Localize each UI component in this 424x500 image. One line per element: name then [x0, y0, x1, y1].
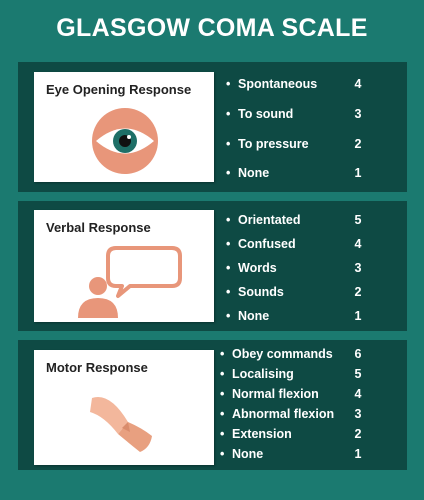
- page-title: GLASGOW COMA SCALE: [56, 14, 368, 42]
- verbal-item: •Words: [226, 261, 277, 275]
- motor-item: •Normal flexion: [220, 387, 319, 401]
- verbal-score: 5: [354, 213, 362, 227]
- item-label: Confused: [238, 237, 296, 251]
- motor-score: 4: [354, 387, 362, 401]
- motor-score: 6: [354, 347, 362, 361]
- verbal-item: •Confused: [226, 237, 296, 251]
- eye-score: 4: [354, 77, 362, 91]
- item-label: Sounds: [238, 285, 284, 299]
- motor-item: •None: [220, 447, 264, 461]
- item-label: None: [238, 309, 270, 323]
- motor-score: 2: [354, 427, 362, 441]
- verbal-response-section: Verbal Response •Orientated 5 •Confused …: [18, 201, 407, 331]
- item-label: Words: [238, 261, 277, 275]
- eye-item: •To pressure: [226, 137, 309, 151]
- motor-score: 3: [354, 407, 362, 421]
- motor-item: •Obey commands: [220, 347, 333, 361]
- eye-item: •To sound: [226, 107, 294, 121]
- item-label: None: [238, 166, 270, 180]
- eye-item: •None: [226, 166, 270, 180]
- motor-response-heading: Motor Response: [46, 360, 148, 375]
- motor-item: •Abnormal flexion: [220, 407, 335, 421]
- item-label: Orientated: [238, 213, 301, 227]
- verbal-score: 1: [354, 309, 362, 323]
- eye-item: •Spontaneous: [226, 77, 318, 91]
- motor-score: 1: [354, 447, 362, 461]
- item-label: To sound: [238, 107, 294, 121]
- arm-icon: [90, 397, 152, 452]
- item-label: Obey commands: [232, 347, 333, 361]
- eye-score: 3: [354, 107, 362, 121]
- motor-item: •Localising: [220, 367, 294, 381]
- item-label: Spontaneous: [238, 77, 318, 91]
- verbal-score: 2: [354, 285, 362, 299]
- verbal-item: •None: [226, 309, 270, 323]
- speaking-person-icon: [78, 246, 182, 318]
- eye-response-panel: Eye Opening Response: [34, 72, 214, 182]
- eye-icon: [92, 108, 158, 174]
- item-label: None: [232, 447, 264, 461]
- verbal-item: •Orientated: [226, 213, 301, 227]
- item-label: To pressure: [238, 137, 309, 151]
- item-label: Localising: [232, 367, 294, 381]
- eye-response-section: Eye Opening Response •Spontaneous 4 •To …: [18, 62, 407, 192]
- eye-score: 1: [354, 166, 362, 180]
- eye-score: 2: [354, 137, 362, 151]
- verbal-item: •Sounds: [226, 285, 284, 299]
- motor-response-section: Motor Response •Obey commands 6 •Localis…: [18, 340, 407, 470]
- verbal-score: 4: [354, 237, 362, 251]
- item-label: Abnormal flexion: [232, 407, 335, 421]
- verbal-response-heading: Verbal Response: [46, 220, 151, 235]
- eye-response-heading: Eye Opening Response: [46, 82, 192, 97]
- item-label: Extension: [232, 427, 292, 441]
- verbal-response-panel: Verbal Response: [34, 210, 214, 322]
- item-label: Normal flexion: [232, 387, 319, 401]
- verbal-score: 3: [354, 261, 362, 275]
- motor-item: •Extension: [220, 427, 292, 441]
- motor-response-panel: Motor Response: [34, 350, 214, 465]
- motor-score: 5: [354, 367, 362, 381]
